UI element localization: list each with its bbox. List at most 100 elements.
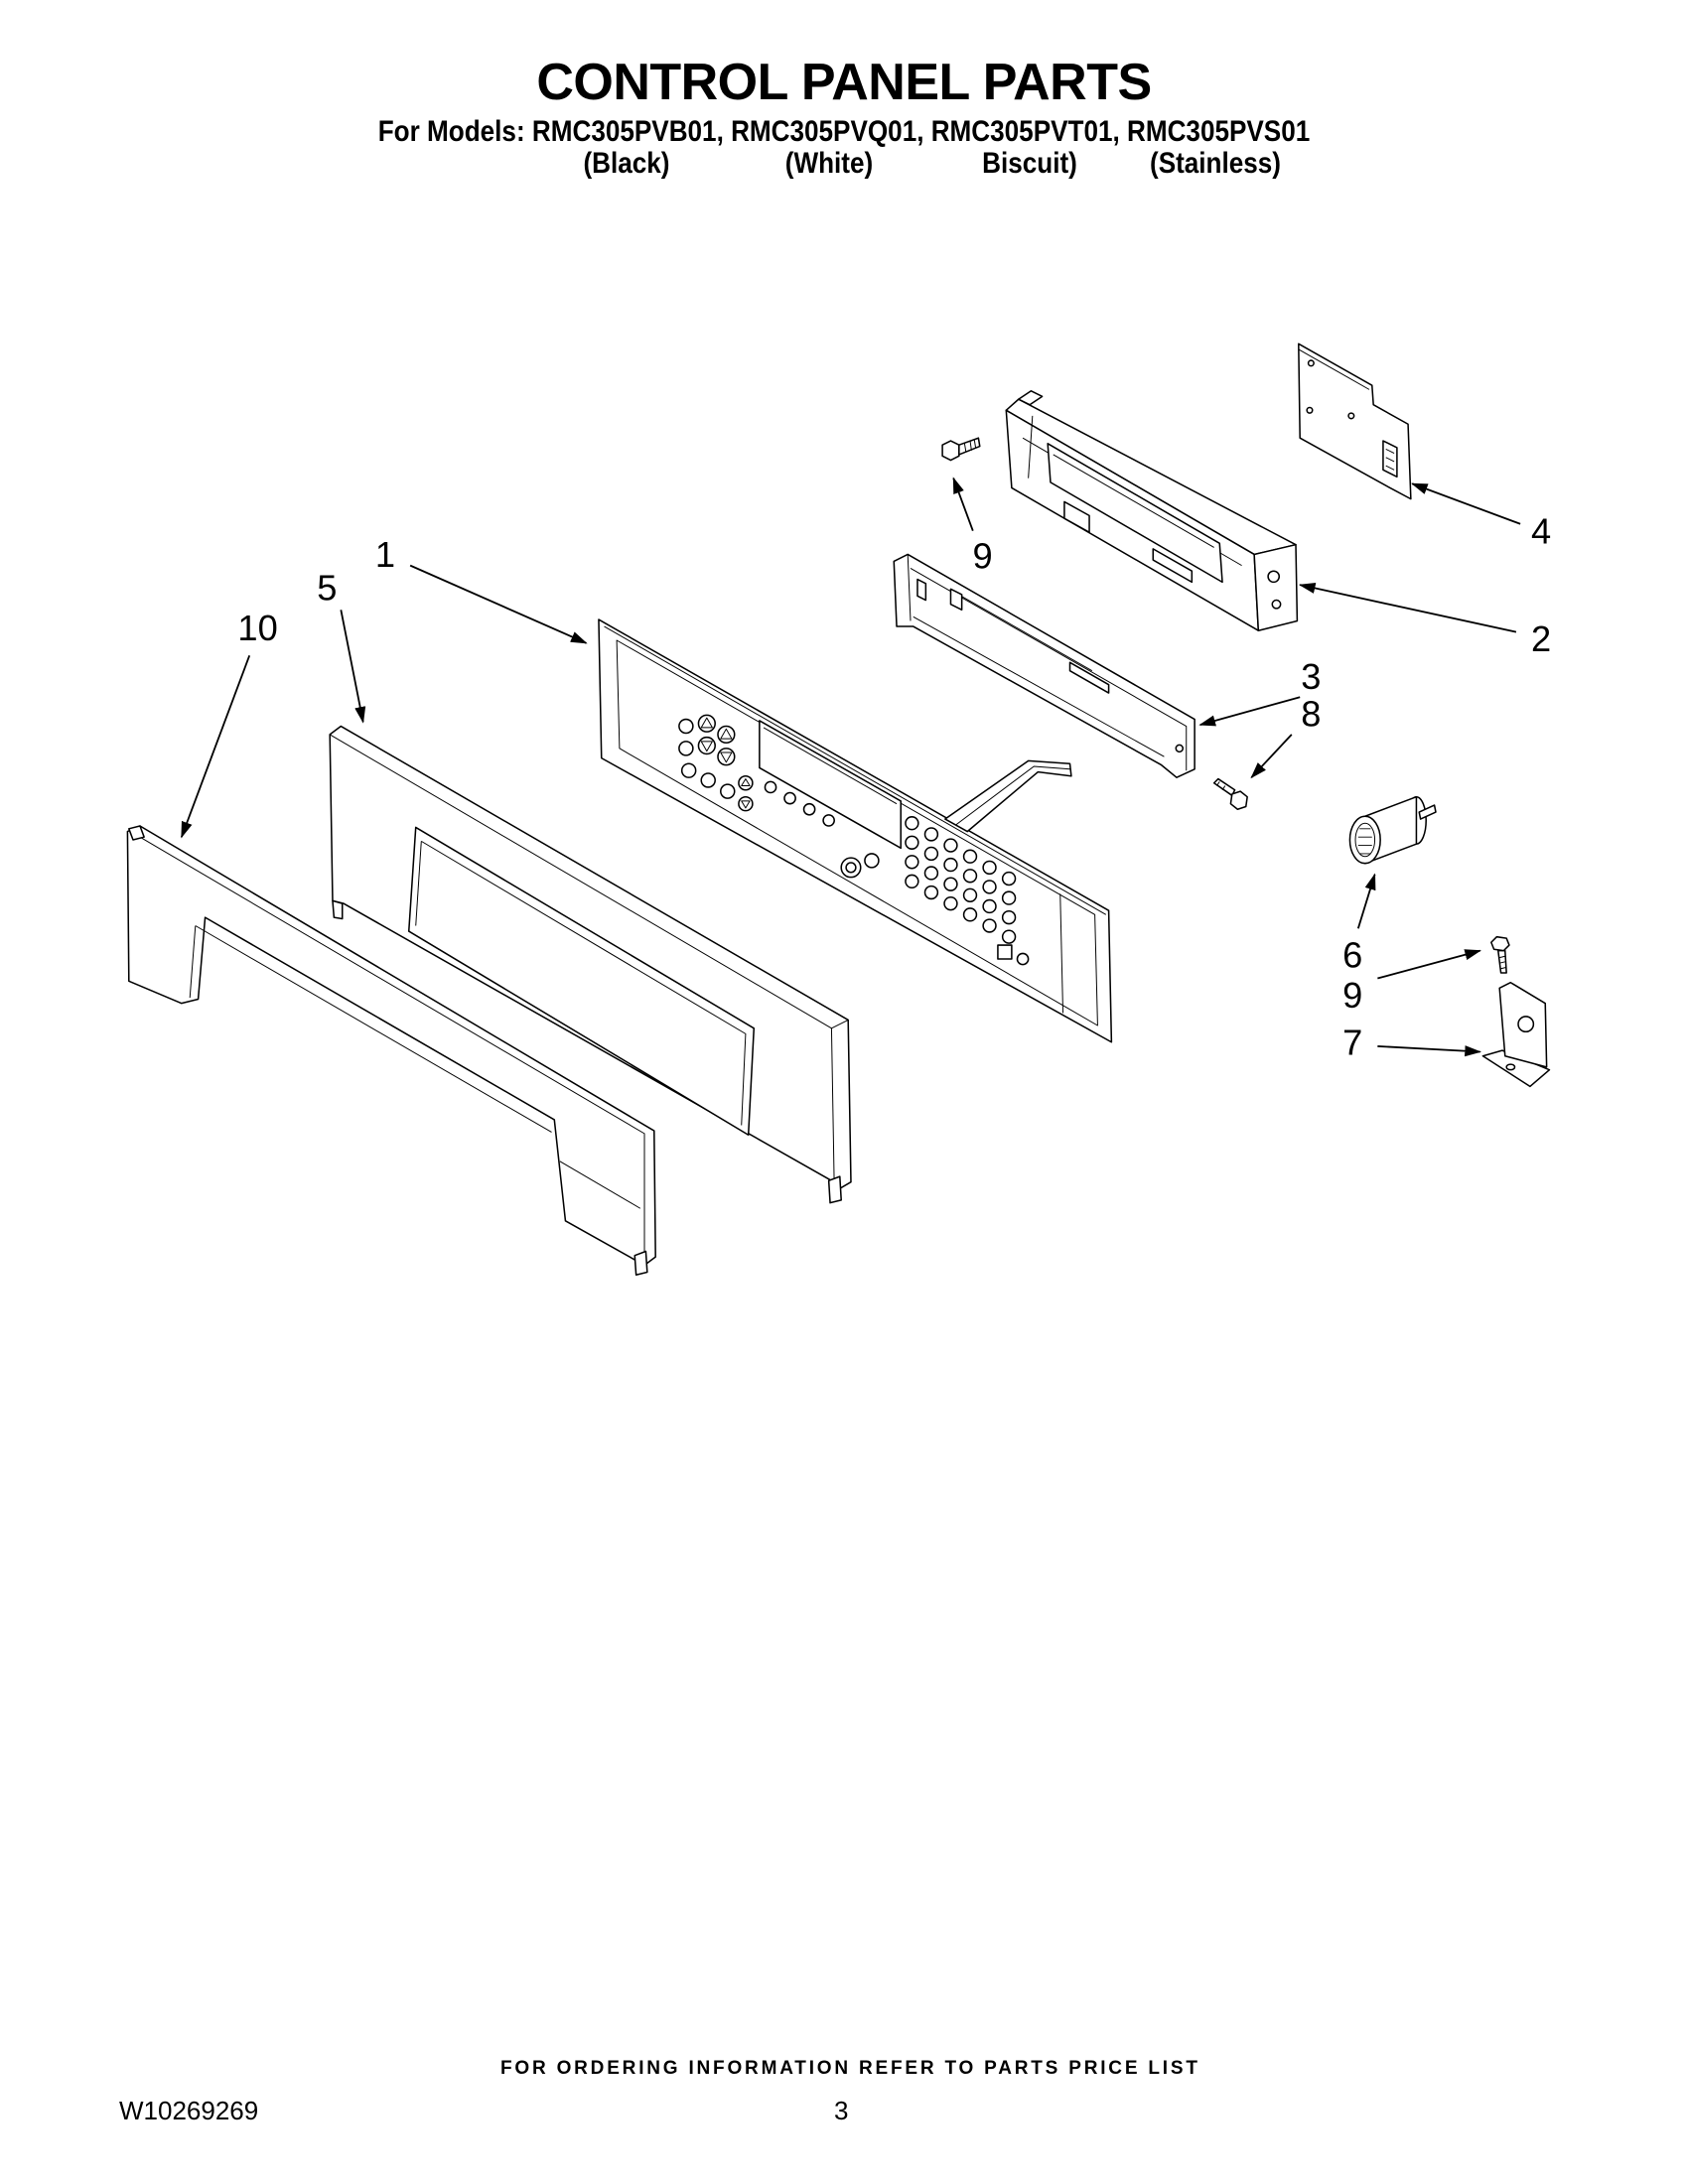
part-4-component bbox=[1307, 359, 1315, 367]
keypad-button bbox=[923, 885, 939, 900]
part-5-illustration bbox=[329, 725, 852, 1204]
part-10-inner-edge bbox=[195, 925, 552, 1133]
part-1-display-edge bbox=[763, 727, 898, 805]
screw-head bbox=[941, 440, 960, 462]
part-7-illustration bbox=[1481, 981, 1551, 1088]
part-10-right-leg-edge bbox=[559, 1160, 641, 1209]
keypad-button bbox=[1001, 871, 1017, 887]
callout-4: 4 bbox=[1531, 510, 1551, 551]
part-7-base-flange bbox=[1481, 1049, 1551, 1088]
part-2-hole bbox=[1271, 599, 1282, 610]
leader-arrow-4 bbox=[1410, 482, 1521, 525]
model-color-white: (White) bbox=[784, 147, 874, 180]
down-arrow-icon bbox=[741, 800, 751, 809]
callout-6: 6 bbox=[1342, 934, 1362, 975]
part-3-top-edge bbox=[910, 567, 1188, 771]
model-color-stainless: (Stainless) bbox=[1150, 147, 1281, 180]
leader-arrow-10 bbox=[180, 655, 251, 839]
models-line: For Models: RMC305PVB01, RMC305PVQ01, RM… bbox=[377, 115, 1311, 148]
part-4-illustration bbox=[1298, 342, 1412, 500]
keypad-button bbox=[905, 835, 919, 850]
part-3-flange-edge bbox=[907, 554, 912, 621]
ribbon-cable-illustration bbox=[944, 759, 1072, 833]
part-1-arrow-button bbox=[738, 775, 754, 791]
keypad-button bbox=[1001, 929, 1017, 944]
part-3-outline bbox=[893, 553, 1196, 778]
callout-8: 8 bbox=[1301, 694, 1321, 735]
part-2-connector bbox=[1063, 500, 1090, 533]
part-10-bottom-tab bbox=[633, 1250, 648, 1277]
keypad-button bbox=[962, 907, 978, 922]
callout-5: 5 bbox=[317, 568, 337, 609]
leader-arrow-3 bbox=[1198, 696, 1301, 727]
screw-head bbox=[1229, 790, 1248, 811]
keypad-button bbox=[962, 887, 978, 902]
keypad-button bbox=[943, 877, 958, 891]
part-10-edge-line bbox=[139, 836, 645, 1259]
screw-threads bbox=[963, 439, 977, 453]
callout-9-upper: 9 bbox=[972, 535, 992, 576]
model-color-black: (Black) bbox=[583, 147, 670, 180]
part-1-button bbox=[802, 802, 816, 816]
page-number: 3 bbox=[834, 2096, 849, 2125]
part-3-illustration bbox=[893, 553, 1196, 778]
ordering-note: FOR ORDERING INFORMATION REFER TO PARTS … bbox=[500, 2058, 1200, 2079]
part-2-window bbox=[1047, 443, 1223, 584]
part-1-small-square bbox=[997, 944, 1013, 960]
part-1-button bbox=[864, 853, 880, 869]
screw-threads bbox=[1216, 781, 1226, 791]
part-1-button bbox=[678, 741, 694, 756]
part-6-front-ridge bbox=[1354, 822, 1376, 858]
part-5-left-tab bbox=[332, 899, 344, 920]
part-4-board-edge bbox=[1298, 348, 1370, 390]
callout-labels: 1 5 10 9 4 2 3 8 6 9 7 bbox=[237, 510, 1551, 1062]
part-3-slot bbox=[916, 578, 927, 602]
keypad-button bbox=[1001, 909, 1017, 925]
leader-arrow-9-lower bbox=[1377, 949, 1481, 980]
callout-2: 2 bbox=[1531, 618, 1551, 659]
part-7-base-hole bbox=[1505, 1063, 1516, 1071]
part-8-screw-illustration bbox=[1212, 777, 1248, 811]
keypad-button bbox=[982, 918, 997, 933]
part-6-front-face bbox=[1348, 815, 1381, 865]
ribbon-cable-edge bbox=[955, 765, 1070, 826]
keypad-button bbox=[905, 816, 919, 831]
callout-1: 1 bbox=[375, 534, 395, 575]
part-2-hole bbox=[1267, 570, 1281, 584]
keypad-button bbox=[923, 846, 939, 862]
part-5-right-tab bbox=[827, 1175, 842, 1204]
part-1-right-divider bbox=[1059, 893, 1064, 1014]
part-2-illustration bbox=[1005, 389, 1299, 631]
leader-arrow-6 bbox=[1356, 873, 1376, 929]
screw-shaft bbox=[958, 437, 981, 456]
part-2-window-edge bbox=[1053, 454, 1214, 548]
callout-7: 7 bbox=[1342, 1022, 1362, 1062]
leader-arrow-1 bbox=[409, 564, 588, 644]
leader-arrow-2 bbox=[1298, 582, 1517, 633]
part-6-pin bbox=[1418, 804, 1437, 820]
part-3-hole bbox=[1175, 744, 1185, 753]
part-1-top-edge bbox=[604, 625, 1107, 915]
keypad-button bbox=[943, 838, 958, 853]
keypad-button bbox=[943, 857, 958, 873]
part-1-arrow-button bbox=[738, 795, 754, 812]
keypad-button bbox=[923, 827, 939, 842]
keypad-button bbox=[905, 855, 919, 870]
leader-arrow-8 bbox=[1250, 734, 1293, 779]
part-1-button bbox=[700, 772, 716, 788]
part-1-knob-center bbox=[845, 862, 857, 874]
screw-threads bbox=[1499, 955, 1507, 970]
callout-10: 10 bbox=[237, 608, 277, 648]
screw-shaft bbox=[1497, 949, 1507, 974]
part-3-bottom-edge bbox=[913, 615, 1165, 757]
leader-arrow-7 bbox=[1377, 1045, 1482, 1057]
leader-arrow-5 bbox=[340, 610, 366, 724]
part-1-illustration bbox=[598, 618, 1113, 1043]
keypad-button bbox=[905, 874, 919, 889]
part-10-top-tab bbox=[128, 825, 145, 841]
part-1-outline bbox=[598, 618, 1113, 1043]
keypad-button bbox=[923, 866, 939, 881]
part-5-window bbox=[407, 826, 756, 1137]
part-6-illustration bbox=[1348, 795, 1437, 865]
